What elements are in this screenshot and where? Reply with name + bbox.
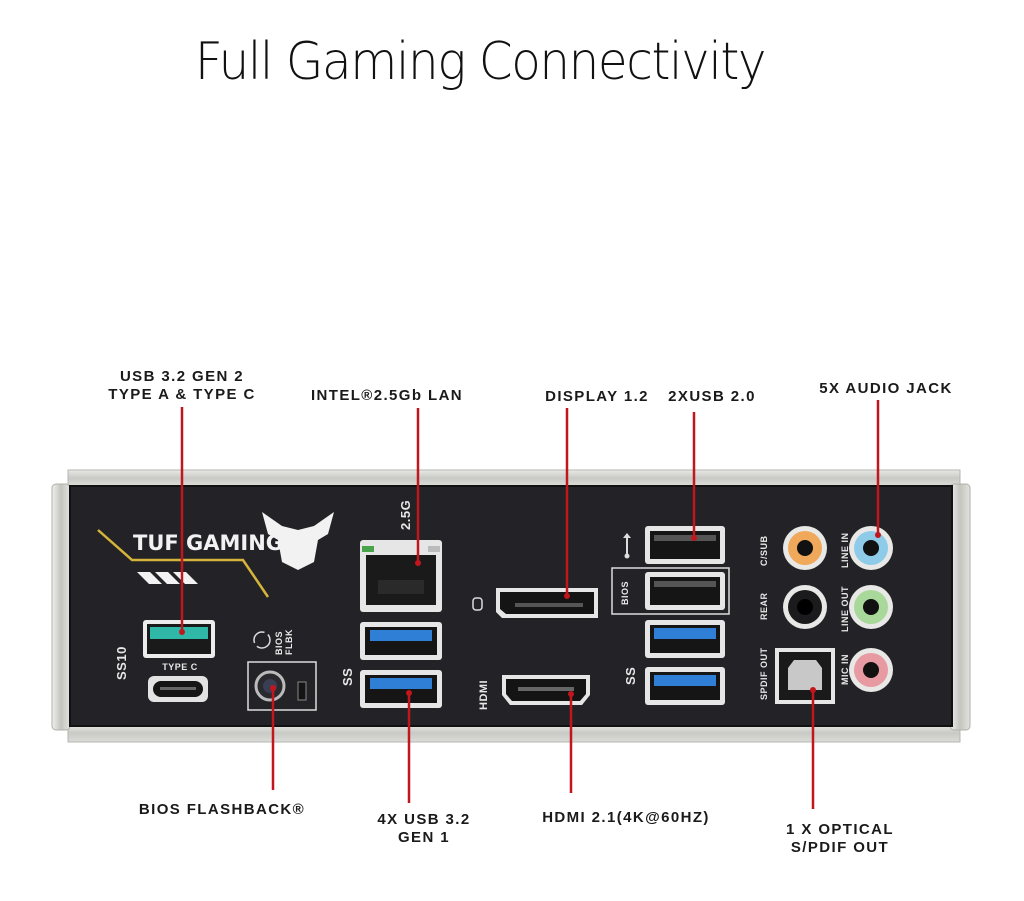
usb-type-c-port[interactable] xyxy=(148,676,208,702)
usb-gen2-type-a-port[interactable] xyxy=(143,620,215,658)
usb3-port[interactable] xyxy=(360,670,442,708)
callout-usb-gen2-line2: TYPE A & TYPE C xyxy=(108,386,255,403)
lan-speed-label: 2.5G xyxy=(398,500,413,530)
ethernet-port[interactable] xyxy=(360,540,442,612)
audio-jack-line-out[interactable] xyxy=(849,585,893,629)
callout-usb2: 2XUSB 2.0 xyxy=(668,388,756,405)
accent-line xyxy=(97,529,270,598)
bios-label: BIOS xyxy=(274,631,284,655)
bios-port-frame xyxy=(611,567,730,615)
audio-jack-mic-in[interactable] xyxy=(849,648,893,692)
rear-label: REAR xyxy=(759,592,769,620)
tuf-branding: TUF GAMING xyxy=(97,512,334,598)
callout-display: DISPLAY 1.2 xyxy=(545,388,649,405)
usb-ss10-icon: SS10 xyxy=(114,646,129,680)
displayport-port[interactable] xyxy=(496,588,598,618)
mic-in-label: MIC IN xyxy=(840,654,850,685)
c-sub-label: C/SUB xyxy=(759,535,769,566)
stripe-decoration xyxy=(137,572,198,584)
usb2-port[interactable] xyxy=(645,526,725,564)
optical-spdif-port[interactable] xyxy=(775,648,835,704)
callout-usb-gen1-line1: 4X USB 3.2 xyxy=(377,811,470,828)
callout-hdmi: HDMI 2.1(4K@60HZ) xyxy=(542,809,710,826)
usb3-port[interactable] xyxy=(645,620,725,658)
callout-optical-line1: 1 X OPTICAL xyxy=(786,821,894,838)
callout-optical-line2: S/PDIF OUT xyxy=(791,839,889,856)
ss-usb-label: SS xyxy=(340,668,355,686)
callout-usb-gen1-line2: GEN 1 xyxy=(398,829,450,846)
callout-lan: INTEL®2.5Gb LAN xyxy=(311,387,463,404)
line-out-label: LINE OUT xyxy=(840,586,850,632)
line-in-label: LINE IN xyxy=(840,532,850,568)
bios-flashback-icon xyxy=(253,631,271,649)
audio-jack-c-sub[interactable] xyxy=(783,526,827,570)
usb3-port[interactable] xyxy=(645,667,725,705)
usb2-bios-port[interactable] xyxy=(645,572,725,610)
svg-text:SS10: SS10 xyxy=(114,646,129,680)
ss-usb-label-right: SS xyxy=(623,667,638,685)
leader-lines xyxy=(180,400,880,809)
audio-jack-rear[interactable] xyxy=(783,585,827,629)
callout-usb-gen2-line1: USB 3.2 GEN 2 xyxy=(120,368,244,385)
hdmi-port[interactable] xyxy=(502,675,590,705)
displayport-icon xyxy=(472,597,483,611)
bios-port-label: BIOS xyxy=(620,581,630,605)
usb3-port[interactable] xyxy=(360,622,442,660)
tuf-logo-icon xyxy=(262,512,334,570)
usb-icon xyxy=(623,533,631,559)
audio-jack-line-in[interactable] xyxy=(849,526,893,570)
hdmi-label: HDMI xyxy=(478,680,490,710)
bios-flashback-button[interactable] xyxy=(247,661,317,711)
type-c-label: TYPE C xyxy=(162,662,198,672)
spdif-out-label: SPDIF OUT xyxy=(759,647,769,700)
callout-audio: 5X AUDIO JACK xyxy=(819,380,953,397)
flbk-label: FLBK xyxy=(284,629,294,655)
page-title: Full Gaming Connectivity xyxy=(194,32,767,92)
tuf-gaming-logo: TUF GAMING xyxy=(133,531,283,555)
callout-bios-flashback: BIOS FLASHBACK® xyxy=(139,801,305,818)
